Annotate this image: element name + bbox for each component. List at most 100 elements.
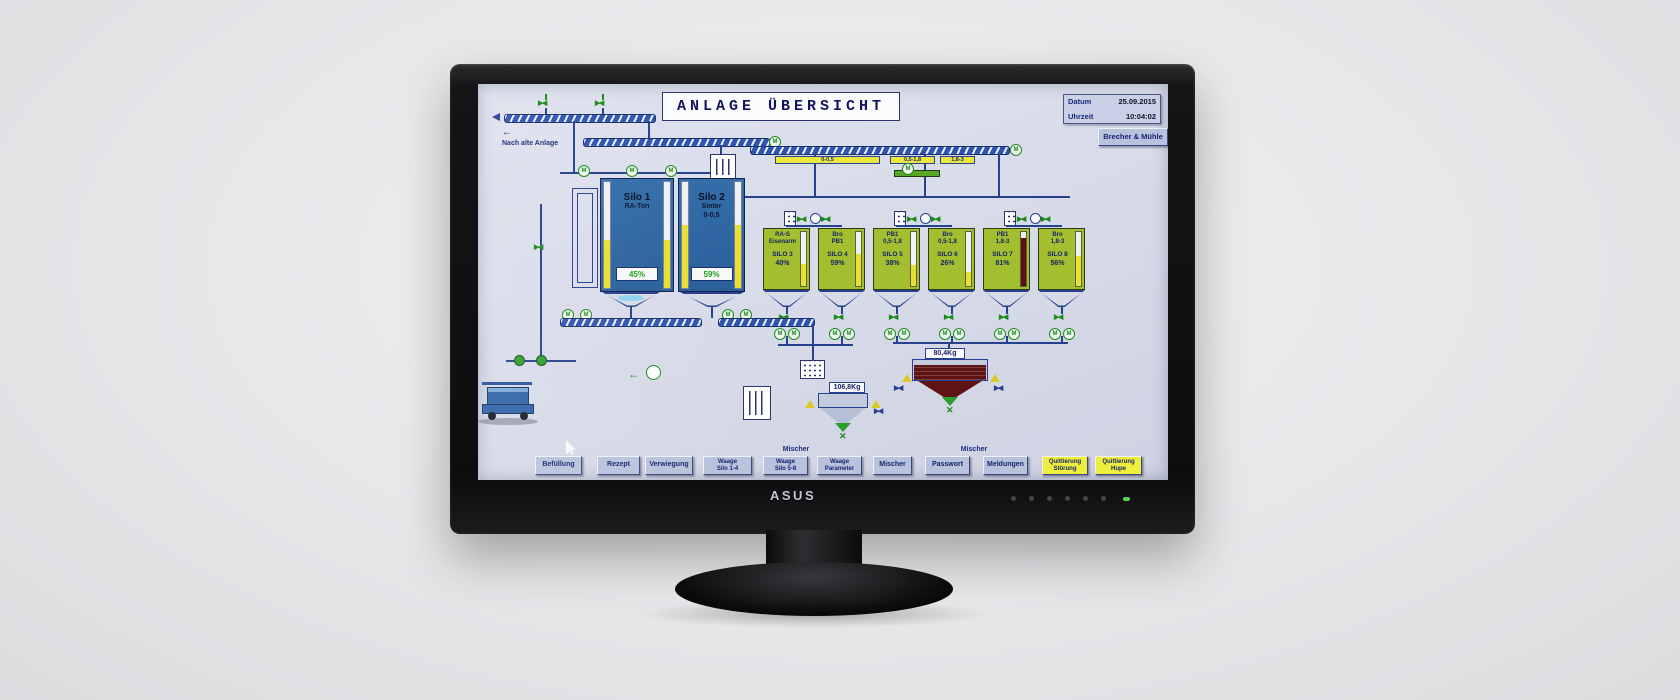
motor-icon: M <box>898 328 910 340</box>
level-gauge <box>855 231 862 287</box>
asus-logo: ASUS <box>770 488 817 503</box>
pipe <box>720 196 1070 198</box>
mischer-label-1: Mischer <box>782 446 810 453</box>
nach-alte-anlage-label: Nach alte Anlage <box>502 140 559 147</box>
date-label: Datum <box>1068 97 1092 106</box>
hmi-button-rezept[interactable]: Rezept <box>597 456 640 475</box>
silo-funnel <box>983 290 1030 307</box>
date-value: 25.09.2015 <box>1118 97 1156 106</box>
valve-stem <box>545 94 547 100</box>
osd-button-icon <box>1011 496 1016 501</box>
hmi-button-verwiegung[interactable]: Verwiegung <box>645 456 693 475</box>
collection-belt-left <box>560 318 702 327</box>
silo-divider <box>675 180 676 290</box>
warning-triangle-icon <box>871 400 881 408</box>
monitor: ANLAGE ÜBERSICHT Datum 25.09.2015 Uhrzei… <box>450 64 1195 534</box>
time-value: 10:04:02 <box>1125 111 1156 121</box>
weigh-hopper-1 <box>818 393 868 408</box>
motor-icon: M <box>1049 328 1061 340</box>
pipe <box>573 121 575 172</box>
motor-icon: M <box>953 328 965 340</box>
pipe <box>630 307 632 318</box>
hmi-button-befuellung[interactable]: Befüllung <box>535 456 582 475</box>
valve-icon: ▶◀ <box>779 314 788 321</box>
valve-icon: ▶◀ <box>894 385 903 392</box>
valve-stem <box>602 94 604 100</box>
hmi-button-meldungen[interactable]: Meldungen <box>983 456 1028 475</box>
weight-display-1: 106,8Kg <box>829 382 865 393</box>
motor-icon: M <box>774 328 786 340</box>
arrow-left-icon: ← <box>502 127 512 138</box>
motor-icon: M <box>1008 328 1020 340</box>
level-gauge <box>603 181 611 289</box>
pipe <box>998 154 1000 196</box>
page-title-box: ANLAGE ÜBERSICHT <box>662 92 900 121</box>
pipe <box>896 225 952 227</box>
pipe <box>648 121 650 138</box>
level-gauge <box>800 231 807 287</box>
motor-icon: M <box>994 328 1006 340</box>
tool-box-icon <box>743 386 771 420</box>
valve-icon: ▶◀ <box>1041 216 1050 223</box>
time-label: Uhrzeit <box>1068 111 1094 121</box>
pipe <box>778 344 853 346</box>
elevator-duct-inner <box>577 193 593 283</box>
mixer-icon: ✕ <box>839 431 847 441</box>
pipe <box>786 225 842 227</box>
silo-funnel <box>763 290 810 307</box>
elevator-duct <box>572 188 598 288</box>
hmi-button-passwort[interactable]: Passwort <box>925 456 970 475</box>
pipe <box>1006 225 1062 227</box>
feeder-bar: 1,8-3 <box>940 156 975 164</box>
feeder-bar: 0,5-1,8 <box>890 156 935 164</box>
mischer-label-2: Mischer <box>960 446 988 453</box>
pipe <box>602 108 604 114</box>
chute-icon <box>710 154 736 180</box>
level-gauge <box>734 181 742 289</box>
motor-icon: M <box>939 328 951 340</box>
weight-display-2: 80,4Kg <box>925 348 965 359</box>
valve-icon: ▶◀ <box>821 216 830 223</box>
valve-icon: ▶◀ <box>1017 216 1026 223</box>
warning-triangle-icon <box>902 374 912 382</box>
warning-triangle-icon <box>990 374 1000 382</box>
valve-icon: ▶◀ <box>944 314 953 321</box>
silo-funnel <box>818 290 865 307</box>
silo-1: Silo 1 RA-Ton 45% <box>600 178 674 292</box>
conveyor-belt-top-left <box>504 114 656 123</box>
hmi-screen: ANLAGE ÜBERSICHT Datum 25.09.2015 Uhrzei… <box>478 84 1168 480</box>
feeder-bar-green <box>894 170 940 177</box>
brecher-muehle-button[interactable]: Brecher & Mühle <box>1098 128 1168 146</box>
valve-icon: ▶◀ <box>834 314 843 321</box>
diverter-icon <box>810 213 821 224</box>
sensor-box <box>784 211 796 226</box>
silo-funnel <box>873 290 920 307</box>
pipe <box>893 342 1068 344</box>
datetime-box: Datum 25.09.2015 Uhrzeit 10:04:02 <box>1063 94 1161 124</box>
valve-icon: ▶◀ <box>595 100 604 107</box>
osd-button-icon <box>1101 496 1106 501</box>
valve-icon: ▶◀ <box>994 385 1003 392</box>
monitor-chin: ASUS <box>478 480 1168 530</box>
belt-arrow-icon <box>492 113 500 121</box>
valve-icon: ▶◀ <box>797 216 806 223</box>
valve-icon: ▶◀ <box>1054 314 1063 321</box>
motor-icon: M <box>626 165 638 177</box>
hopper-contents <box>914 365 986 380</box>
level-gauge <box>681 181 689 289</box>
mixer-icon: ✕ <box>946 405 954 415</box>
motor-icon: M <box>1010 144 1022 156</box>
monitor-control-buttons[interactable] <box>1011 496 1106 501</box>
hmi-button-mischer[interactable]: Mischer <box>873 456 912 475</box>
osd-button-icon <box>1065 496 1070 501</box>
